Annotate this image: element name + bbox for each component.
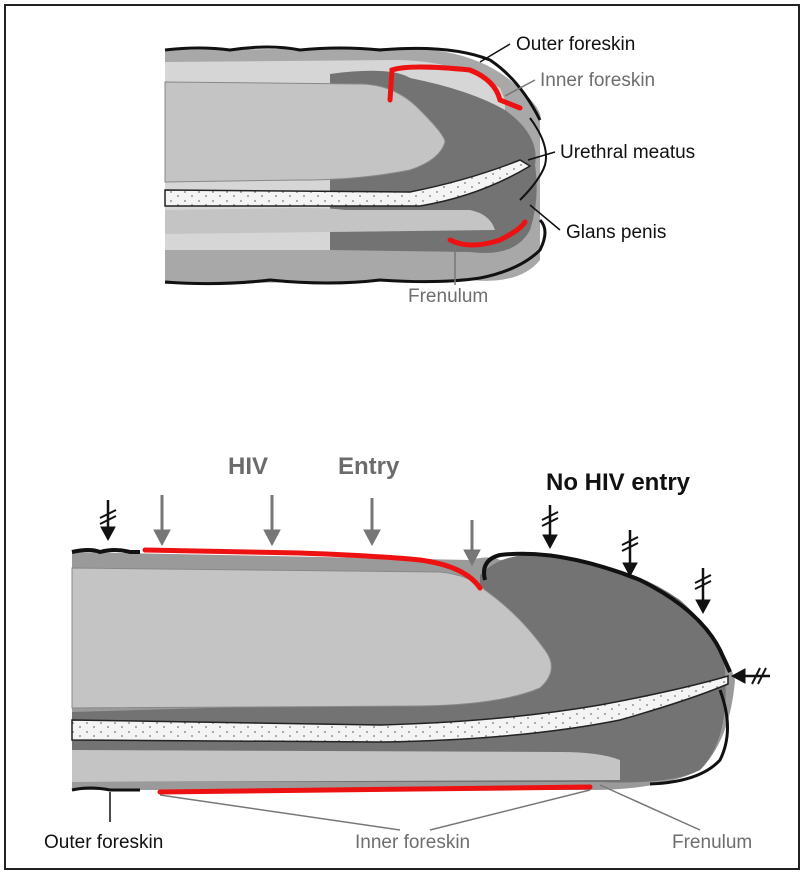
top-label-urethral-meatus: Urethral meatus xyxy=(560,142,695,163)
bottom-label-outer-foreskin: Outer foreskin xyxy=(44,832,163,853)
top-shaft xyxy=(165,82,445,182)
bottom-label-inner-foreskin: Inner foreskin xyxy=(355,832,470,853)
heading-entry: Entry xyxy=(338,453,400,480)
top-diagram: Outer foreskin Inner foreskin Urethral m… xyxy=(165,34,695,307)
top-label-frenulum: Frenulum xyxy=(408,286,488,307)
top-label-glans-penis: Glans penis xyxy=(566,222,666,243)
heading-hiv: HIV xyxy=(228,453,268,480)
bottom-lower-shaft xyxy=(72,750,620,782)
top-label-inner-foreskin: Inner foreskin xyxy=(540,70,655,91)
bottom-label-frenulum: Frenulum xyxy=(672,832,752,853)
heading-no-hiv-entry: No HIV entry xyxy=(546,469,691,496)
top-label-outer-foreskin: Outer foreskin xyxy=(516,34,635,55)
bottom-diagram: HIV Entry No HIV entry Outer foreskin In… xyxy=(44,453,770,853)
top-lower-shaft xyxy=(165,208,495,234)
